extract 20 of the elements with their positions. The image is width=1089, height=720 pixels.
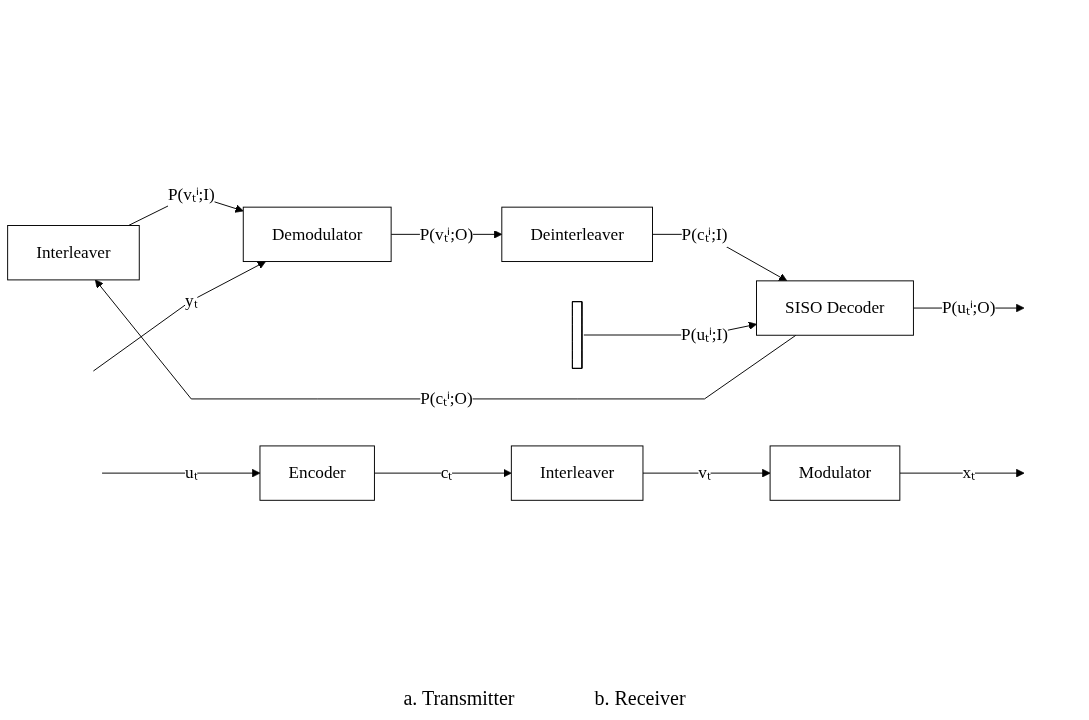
edge-label: P(uₜⁱ;O) xyxy=(942,297,996,317)
node-box: Encoder xyxy=(259,444,375,501)
edge-label: vₜ xyxy=(698,462,711,482)
edge-label: uₜ xyxy=(185,462,198,482)
node-box: Interleaver xyxy=(510,444,644,501)
edge-label: yₜ xyxy=(185,290,198,310)
edge-label: cₜ xyxy=(440,462,453,482)
node-box: Deinterleaver xyxy=(501,206,653,262)
edge-label: P(uₜⁱ;I) xyxy=(681,324,728,344)
edge-label: xₜ xyxy=(962,462,975,482)
node-box: Modulator xyxy=(769,444,901,501)
edge-label: P(vₜⁱ;O) xyxy=(419,223,474,243)
node-box: Interleaver xyxy=(7,224,140,280)
node-box: Demodulator xyxy=(242,206,392,262)
caption-text: b. Receiver xyxy=(594,687,686,710)
edge-label: P(vₜⁱ;I) xyxy=(167,184,215,204)
edge-label: P(cₜⁱ;O) xyxy=(420,388,473,408)
edge-label: P(cₜⁱ;I) xyxy=(681,223,728,243)
caption-text: a. Transmitter xyxy=(403,687,515,710)
node-box: SISO Decoder xyxy=(756,279,914,336)
